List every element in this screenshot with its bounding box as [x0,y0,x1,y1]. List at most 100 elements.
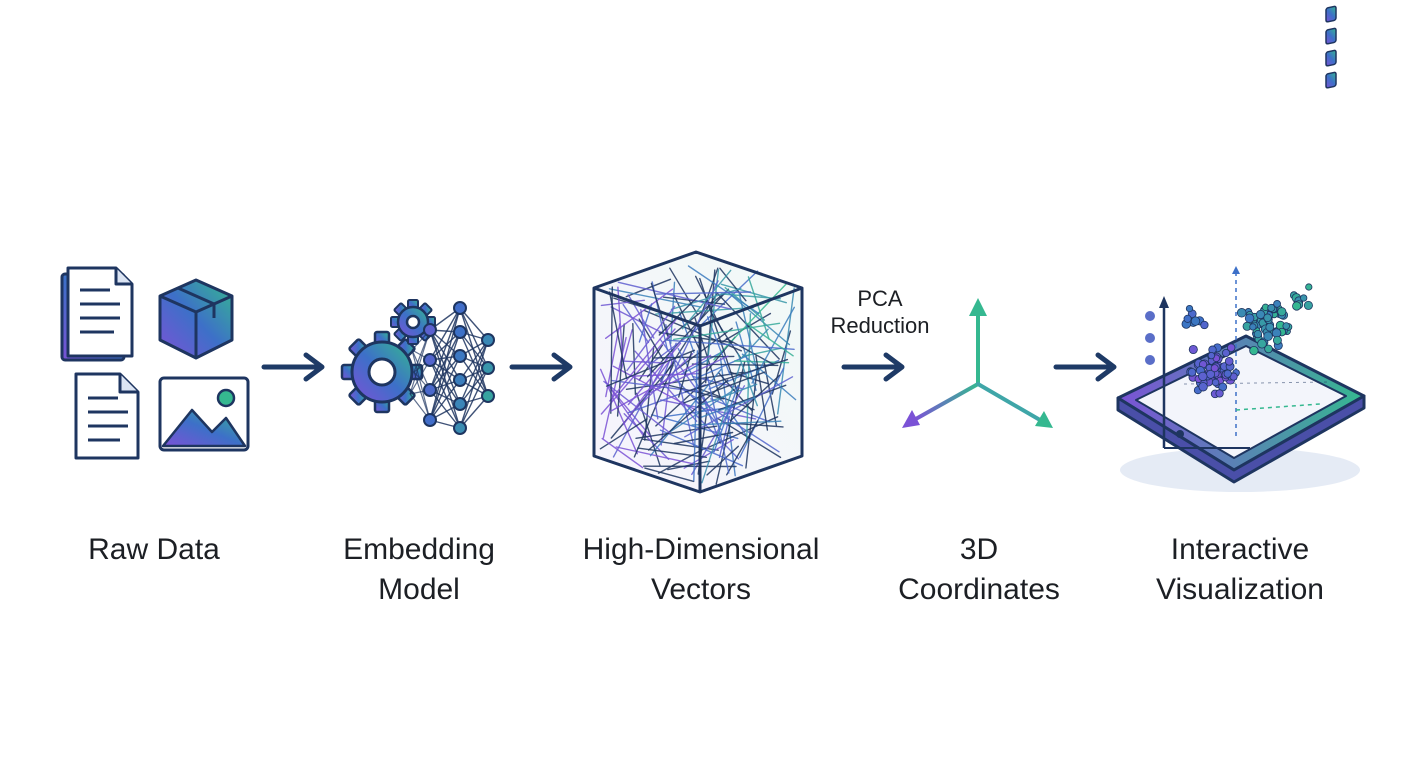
vector-line [726,420,759,476]
vector-line [616,323,625,417]
vector-line [666,339,795,350]
arrow-1 [261,352,325,382]
vector-line [668,280,719,383]
scatter-point [1305,283,1313,291]
vector-line [672,375,718,425]
vector-line [658,294,701,336]
vector-line [612,365,697,411]
vector-line [713,385,739,453]
neural-network-icon [409,301,495,435]
network-node [453,325,467,339]
stage-label-raw-data: Raw Data [74,530,234,570]
scatter-point [1249,345,1259,356]
vector-line [698,396,756,419]
scatter-point [1264,344,1273,354]
scatter-point [1263,331,1273,341]
scatter-point [1277,307,1287,317]
network-node [481,361,495,375]
scatter-point [1190,316,1201,326]
vector-cube-icon [592,250,804,494]
document-icon [60,266,134,362]
vector-line [625,371,745,390]
vector-line [617,286,624,362]
vector-line [683,371,766,404]
vector-line [751,306,795,384]
vector-line [678,352,692,398]
scatter-point [1183,314,1192,323]
scatter-point [1300,294,1308,302]
vector-line [713,281,789,361]
network-node [423,323,437,337]
vector-line [615,446,693,465]
scatter-point [1249,323,1257,331]
scatter-point [1265,322,1275,332]
vector-line [660,399,757,420]
vector-line [601,437,644,469]
vector-line [706,445,739,476]
stage-label-line: Interactive [1170,533,1310,566]
stage-label-line: Model [378,573,460,606]
box-icon [158,278,234,360]
vector-line [644,467,695,483]
vector-line [673,322,781,341]
vector-line [745,321,794,357]
vector-line [674,327,733,372]
vector-line [640,308,659,420]
network-node [423,383,437,397]
arrow-3 [841,352,905,382]
vector-line [612,351,671,458]
scatter-point [1257,338,1267,349]
scatter-point [1224,356,1234,366]
stage-label-line: Raw Data [88,533,220,566]
vector-line [643,355,729,397]
edge-label-line: PCA [857,286,903,311]
vector-line [718,384,787,411]
vector-line [691,363,779,367]
stage-label-embedding-model: Embedding Model [314,530,524,610]
vector-line [669,267,699,316]
vector-line [627,342,682,406]
3d-axes-icon [902,298,1053,428]
image-icon [158,376,250,452]
vector-line [617,281,732,310]
scatter-point [1187,368,1197,377]
scatter-point [1210,364,1219,373]
vector-line [600,299,645,307]
vector-line [711,313,741,359]
vector-line [747,276,770,340]
vector-line [609,316,679,402]
network-node [423,353,437,367]
stage-label-interactive-visualization: Interactive Visualization [1130,530,1350,610]
vector-line [727,291,791,346]
tablet-scatter-icon [1116,5,1366,492]
edge-label-line: Reduction [830,313,930,338]
scatter-point [1221,348,1231,358]
scatter-point [1272,335,1282,345]
vector-line [655,291,752,295]
raw-data-icons [60,266,250,460]
network-node [453,421,467,435]
vector-line [667,460,711,471]
scatter-point [1198,371,1208,382]
vector-line [622,303,650,344]
vector-line [693,270,759,332]
scatter-point [1226,343,1236,352]
vector-line [737,353,758,407]
network-node [481,333,495,347]
arrow-2 [509,352,573,382]
vector-line [655,306,755,315]
network-node [453,397,467,411]
arrow-4 [1053,352,1117,382]
scatter-point [1273,300,1281,308]
stage-label-line: 3D [959,533,999,566]
gears-icon [340,299,436,414]
network-node [453,349,467,363]
stage-label-line: Vectors [650,573,752,606]
network-node [453,373,467,387]
scatter-point [1185,304,1194,313]
network-node [453,301,467,315]
vector-line [642,438,719,451]
scatter-point [1198,382,1208,392]
vector-line [738,292,759,375]
